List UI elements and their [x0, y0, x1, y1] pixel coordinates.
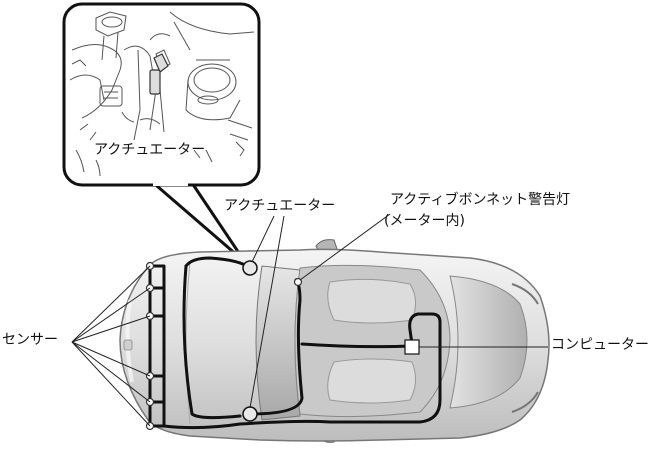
actuator-bottom-marker: [242, 406, 258, 422]
inset-actuator-part: [149, 53, 169, 95]
seat-top: [327, 278, 416, 324]
warning-lamp-marker: [293, 277, 303, 287]
rear-deck: [449, 275, 528, 409]
inset-engine-photo: [62, 2, 261, 264]
warning-lamp-label-line1: アクティブボンネット警告灯: [390, 192, 571, 208]
warning-lamp-label-line2: (メーター内): [384, 213, 465, 229]
seat-bottom: [327, 358, 416, 404]
inset-pointer: [148, 178, 247, 264]
actuator-top-marker: [242, 260, 258, 276]
computer-unit: [404, 339, 420, 355]
windshield: [255, 265, 301, 421]
inset-actuator-label: アクチュエーター: [94, 142, 206, 158]
computer-label: コンピューター: [551, 337, 649, 353]
actuator-label: アクチュエーター: [224, 198, 336, 214]
sensor-label: センサー: [2, 332, 58, 348]
wiring-harness: [148, 256, 442, 430]
leader-lines: [71, 213, 548, 427]
